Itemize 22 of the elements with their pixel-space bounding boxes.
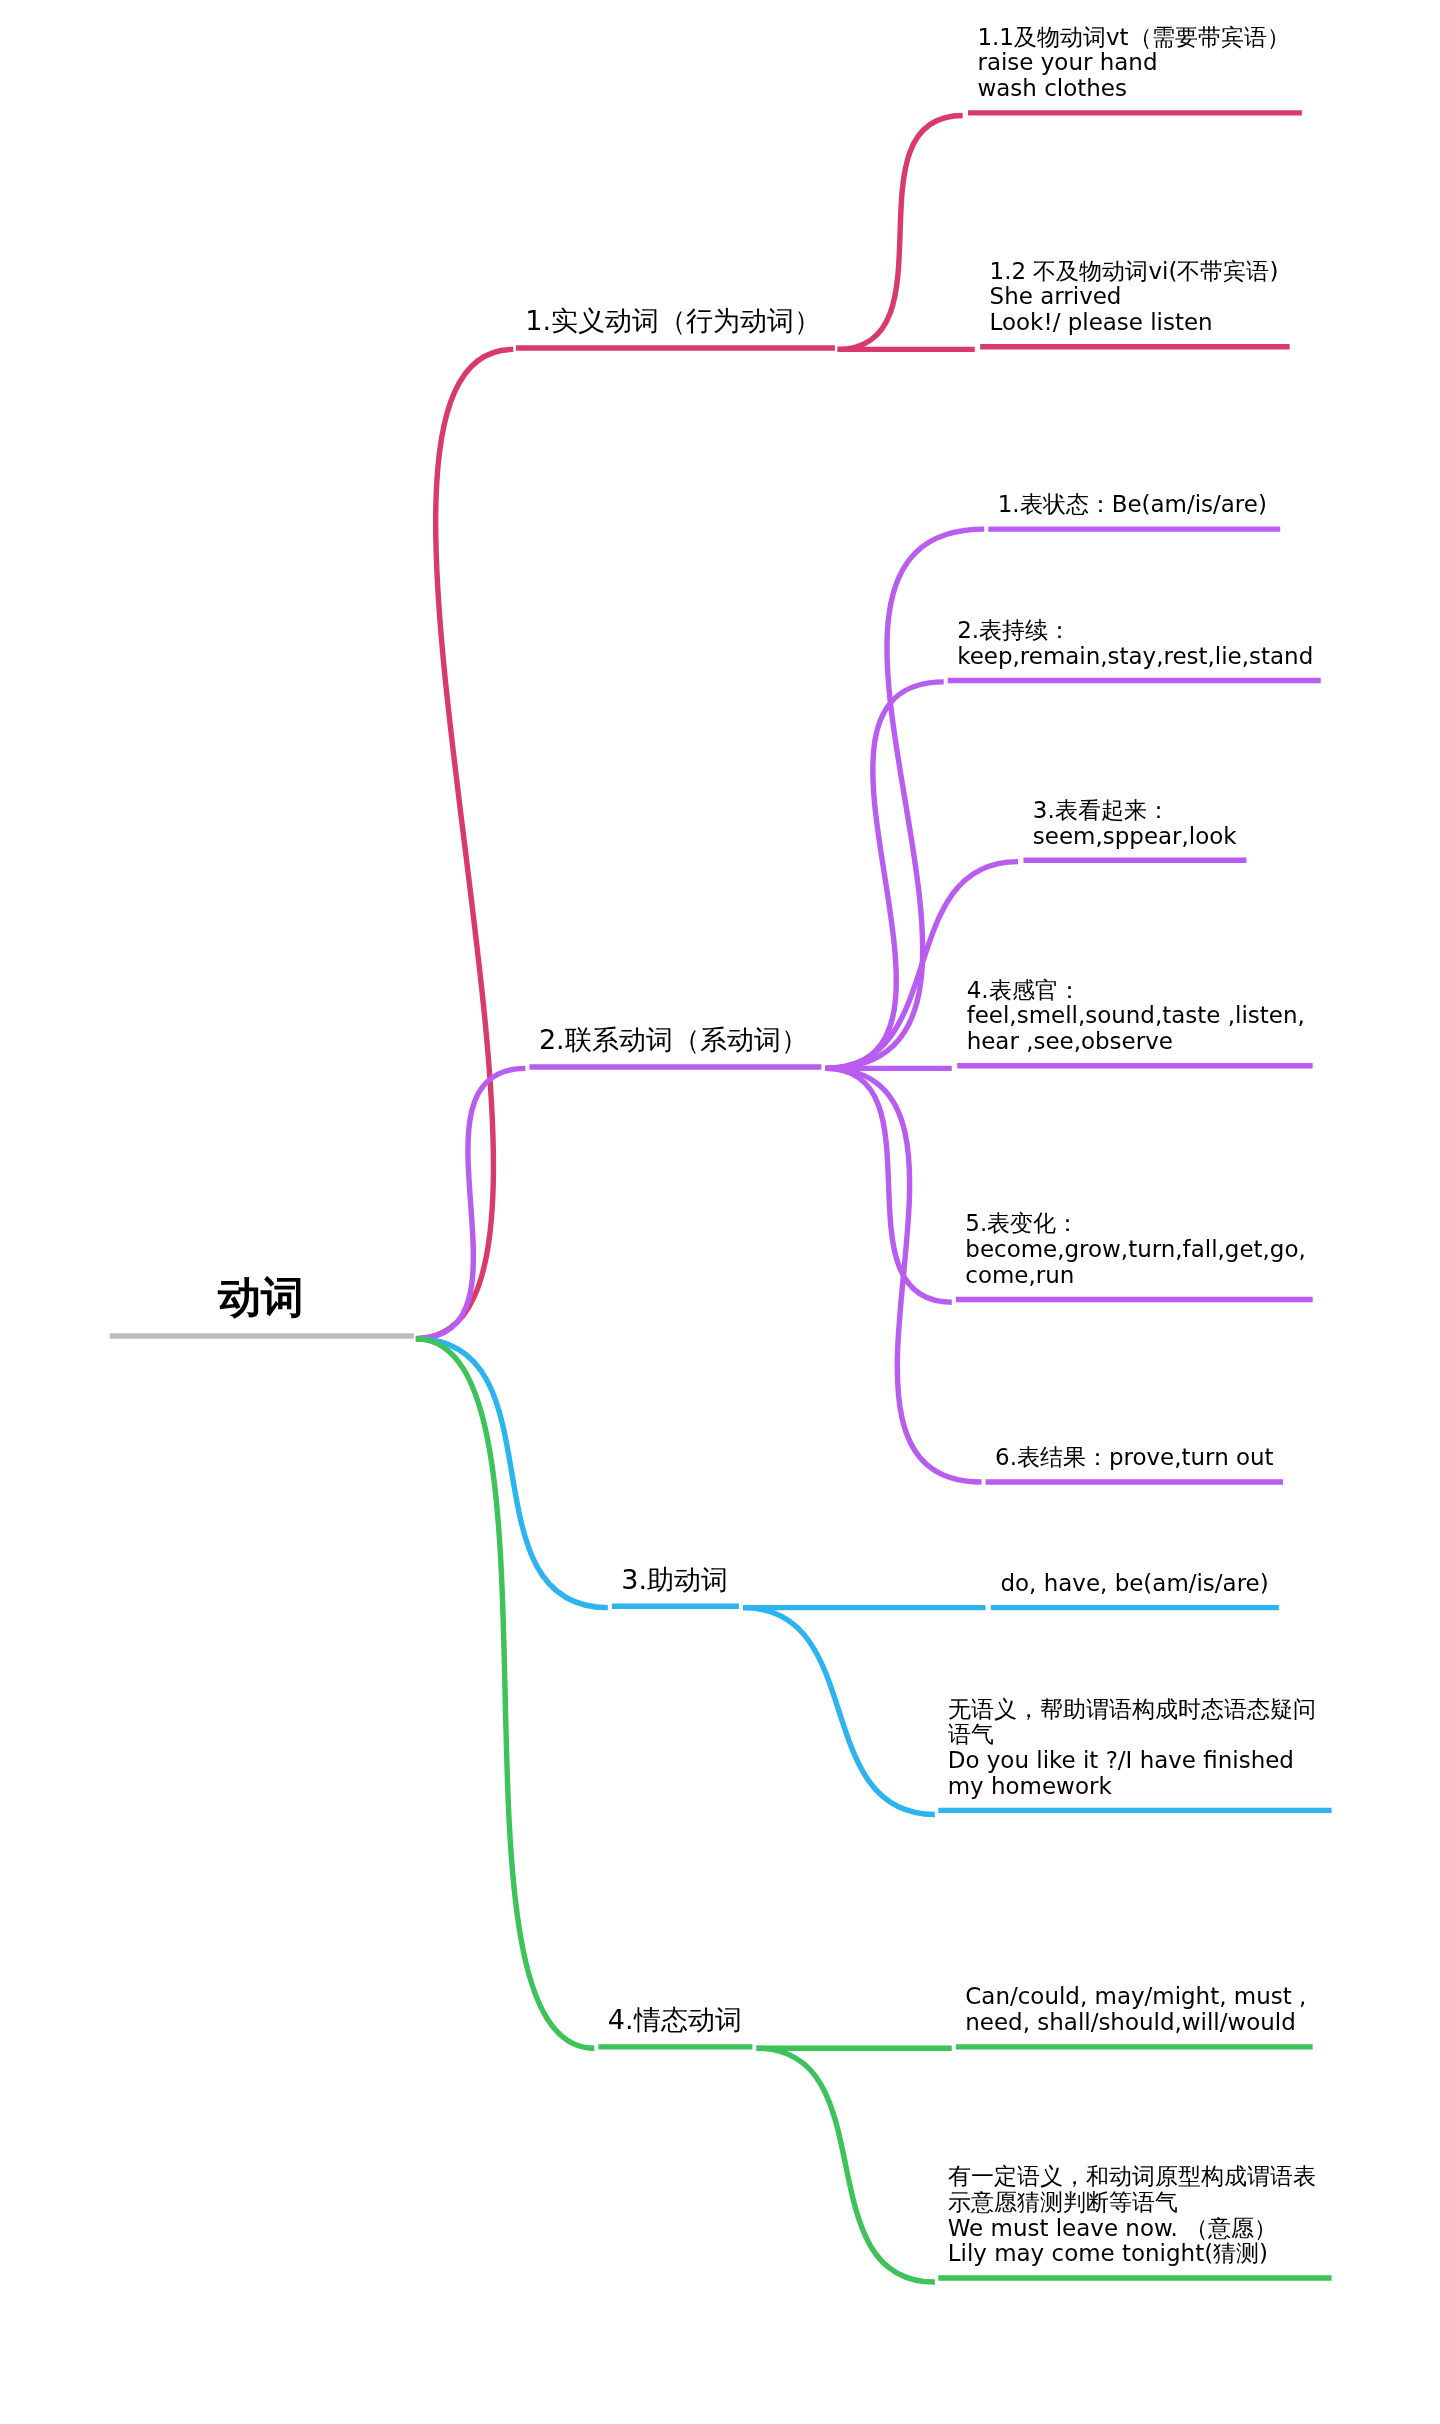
node-text: 4.表感官： feel,smell,sound,taste ,listen,hear ,see,observe [966,976,1305,1054]
node-text: 1.实义动词（行为动词） [525,305,822,337]
node-text: 1.2 不及物动词vi(不带宾语) She arrived Look!/ please listen [989,257,1279,335]
connector [414,1336,596,2051]
connector [837,346,975,353]
node-text: 无语义，帮助谓语构成时态语态疑问语气 Do you like it ?/I have finished my homework [947,1695,1316,1799]
node-text: 动词 [217,1272,304,1323]
connector [756,2045,936,2285]
connector [824,1065,983,1485]
node-text: 1.表状态：Be(am/is/are) [997,491,1267,518]
node-text: 2.表持续： keep,remain,stay,rest,lie,stand [957,617,1314,669]
connector [742,1605,936,1818]
node-text: Can/could, may/might, must ,need, shall/should,will/would [965,1983,1307,2036]
node-text: 3.表看起来： seem,sppear,look [1032,796,1237,849]
node-text: 1.1及物动词vt（需要带宾语） raise your hand wash clothes [977,23,1290,102]
node-text: 2.联系动词（系动词） [538,1024,808,1056]
node-text: 3.助动词 [621,1563,729,1595]
node-text: 5.表变化： become,grow,turn,fall,get,go,come,run [965,1210,1306,1288]
node-text: 4.情态动词 [607,2004,742,2036]
node-text: 6.表结果：prove,turn out [995,1444,1274,1471]
node-text: do, have, be(am/is/are) [1000,1569,1269,1596]
node-text: 有一定语义，和动词原型构成谓语表示意愿猜测判断等语气 We must leave now. （意愿） Lily may come tonight(猜测) [947,2163,1316,2267]
